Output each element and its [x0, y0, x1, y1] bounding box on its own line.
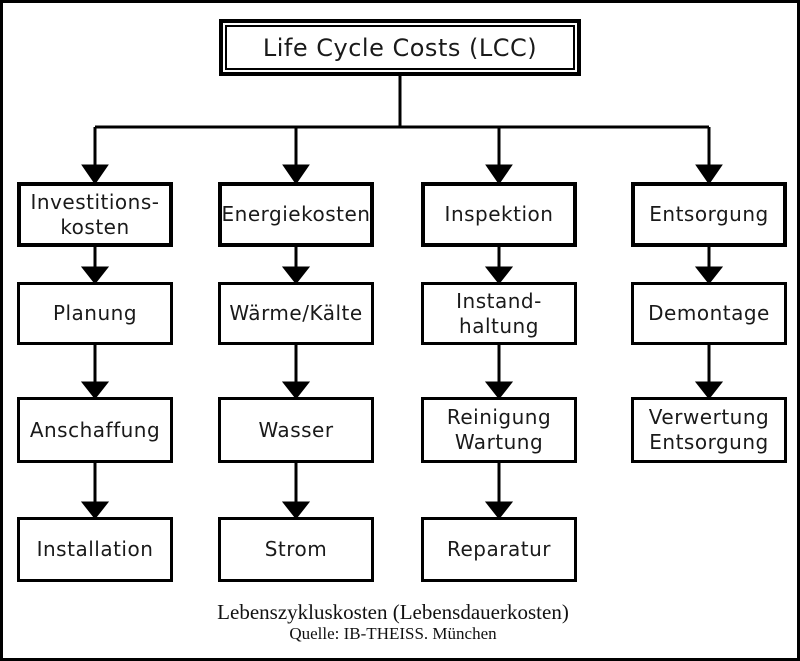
arrowhead	[80, 266, 110, 285]
caption-title: Lebenszykluskosten (Lebensdauerkosten)	[217, 600, 569, 624]
node-inspektion: Inspektion	[421, 182, 577, 247]
node-life-cycle-costs-label: Life Cycle Costs (LCC)	[225, 25, 575, 70]
arrowhead	[281, 266, 311, 285]
node-energiekosten: Energiekosten	[218, 182, 374, 247]
node-reparatur: Reparatur	[421, 517, 577, 582]
node-planung: Planung	[17, 282, 173, 345]
caption-source: Quelle: IB-THEISS. München	[289, 624, 497, 644]
node-wasser: Wasser	[218, 397, 374, 463]
arrowhead	[694, 266, 724, 285]
node-verwertung-entsorgung: Verwertung Entsorgung	[631, 397, 787, 463]
arrowhead	[695, 164, 723, 185]
node-entsorgung: Entsorgung	[631, 182, 787, 247]
arrowhead	[484, 266, 514, 285]
node-demontage: Demontage	[631, 282, 787, 345]
arrowhead	[694, 381, 724, 400]
arrowhead	[484, 381, 514, 400]
node-anschaffung: Anschaffung	[17, 397, 173, 463]
arrowhead	[281, 501, 311, 520]
arrowhead	[484, 501, 514, 520]
node-life-cycle-costs: Life Cycle Costs (LCC)	[219, 19, 581, 76]
node-reinigung-wartung: Reinigung Wartung	[421, 397, 577, 463]
arrowhead	[80, 381, 110, 400]
arrowhead	[485, 164, 513, 185]
arrowhead	[282, 164, 310, 185]
caption: Lebenszykluskosten (Lebensdauerkosten) Q…	[3, 600, 783, 645]
node-installation: Installation	[17, 517, 173, 582]
node-investitionskosten: Investitions- kosten	[17, 182, 173, 247]
node-instandhaltung: Instand- haltung	[421, 282, 577, 345]
arrowhead	[80, 501, 110, 520]
arrowhead	[81, 164, 109, 185]
node-waerme-kaelte: Wärme/Kälte	[218, 282, 374, 345]
node-strom: Strom	[218, 517, 374, 582]
arrowhead	[281, 381, 311, 400]
